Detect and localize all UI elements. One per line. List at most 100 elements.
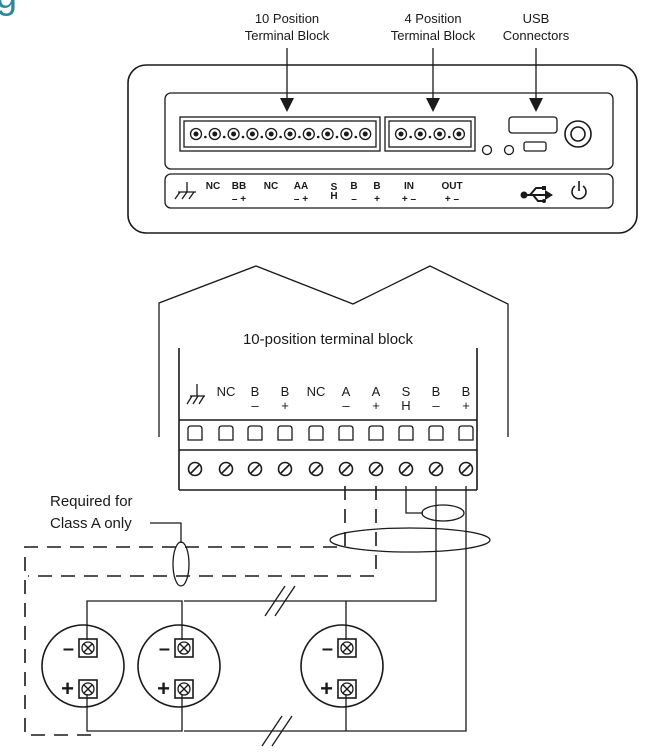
block-terminal-sub: + [281, 398, 289, 413]
plus-symbol: + [320, 676, 333, 701]
minus-symbol: – [63, 638, 74, 660]
plus-symbol: + [61, 676, 74, 701]
block-terminal-label: A [372, 384, 381, 399]
terminal-tab [368, 425, 384, 441]
panel-terminal-label: AA [294, 181, 308, 192]
ground-icon [174, 182, 196, 200]
minus-symbol: – [322, 638, 333, 660]
panel-4-position-connector [384, 116, 476, 152]
block-terminal-sub: + [372, 398, 380, 413]
terminal-tab [428, 425, 444, 441]
panel-10-position-pin [340, 127, 358, 141]
panel-10-position-pin [189, 127, 207, 141]
panel-terminal-sub: – + [232, 194, 246, 205]
svg-text:4 Position: 4 Position [404, 11, 461, 26]
panel-led-2 [503, 144, 515, 156]
plus-symbol: + [157, 676, 170, 701]
block-terminal-label: B [462, 384, 471, 399]
block-terminal-label: B [432, 384, 441, 399]
svg-text:Terminal Block: Terminal Block [245, 28, 330, 43]
positive-terminal[interactable]: + [320, 676, 357, 701]
usb-icon [520, 186, 553, 203]
panel-terminal-sub: + – [445, 194, 460, 205]
terminal-tab [247, 425, 263, 441]
panel-terminal-label: IN [404, 181, 414, 192]
terminal-tab [398, 425, 414, 441]
block-terminal-label: NC [307, 384, 326, 399]
label-usb-connectors: USB Connectors [503, 11, 570, 43]
panel-4-position-pin [414, 127, 432, 141]
svg-text:Required for: Required for [50, 493, 133, 510]
panel-terminal-sub: + – [402, 194, 417, 205]
terminal-screw[interactable] [398, 461, 414, 477]
terminal-screw[interactable] [218, 461, 234, 477]
block-terminal-label: A [342, 384, 351, 399]
panel-4-position-pin [394, 127, 412, 141]
terminal-screw[interactable] [187, 461, 203, 477]
block-terminal-sub: – [342, 398, 350, 413]
power-icon [571, 181, 587, 200]
terminal-screw[interactable] [458, 461, 474, 477]
terminal-tab [187, 425, 203, 441]
usb-port-micro[interactable] [523, 141, 547, 152]
terminal-screw[interactable] [247, 461, 263, 477]
terminal-screw[interactable] [277, 461, 293, 477]
negative-terminal[interactable]: – [63, 638, 98, 660]
block-terminal-sub: + [462, 398, 470, 413]
block-terminal-label: NC [217, 384, 236, 399]
label-10-position: 10 Position Terminal Block [245, 11, 330, 43]
terminal-block-title: 10-position terminal block [243, 331, 414, 348]
minus-symbol: – [159, 638, 170, 660]
terminal-tab [458, 425, 474, 441]
block-ground-icon [186, 384, 205, 405]
panel-terminal-label: OUT [441, 181, 462, 192]
block-terminal-label: S [402, 384, 411, 399]
detector-device: –+ [300, 624, 384, 708]
class-a-note: Required for Class A only [50, 493, 182, 543]
detector-device: –+ [41, 624, 125, 708]
terminal-screw[interactable] [428, 461, 444, 477]
terminal-tab [218, 425, 234, 441]
negative-terminal[interactable]: – [322, 638, 357, 660]
cutaway-outline [158, 265, 509, 437]
panel-terminal-sub: – + [294, 194, 308, 205]
panel-terminal-label: S [331, 182, 338, 193]
panel-led-1 [481, 144, 493, 156]
panel-10-position-pin [227, 127, 245, 141]
svg-text:USB: USB [523, 11, 550, 26]
terminal-screw[interactable] [368, 461, 384, 477]
panel-10-position-pin [321, 127, 339, 141]
panel-4-position-pin [433, 127, 451, 141]
positive-terminal[interactable]: + [61, 676, 98, 701]
panel-10-position-pin [359, 127, 372, 141]
panel-terminal-sub: + [374, 194, 380, 205]
block-terminal-label: B [281, 384, 290, 399]
label-4-position: 4 Position Terminal Block [391, 11, 476, 43]
panel-terminal-sub: H [330, 191, 337, 202]
panel-terminal-label: B [373, 181, 380, 192]
block-terminal-sub: – [251, 398, 259, 413]
negative-terminal[interactable]: – [159, 638, 194, 660]
label-arrows [280, 48, 543, 112]
block-terminal-sub: – [432, 398, 440, 413]
positive-terminal[interactable]: + [157, 676, 194, 701]
panel-terminal-label: B [350, 181, 357, 192]
terminal-screw[interactable] [338, 461, 354, 477]
svg-text:10 Position: 10 Position [255, 11, 319, 26]
svg-text:Connectors: Connectors [503, 28, 570, 43]
panel-10-position-pin [302, 127, 320, 141]
panel-10-position-connector [179, 116, 381, 152]
terminal-tab [308, 425, 324, 441]
round-button[interactable] [564, 120, 592, 148]
usb-port-type-a[interactable] [508, 116, 558, 134]
terminal-tab [338, 425, 354, 441]
panel-terminal-label: BB [232, 181, 246, 192]
panel-terminal-sub: – [351, 194, 357, 205]
panel-4-position-pin [452, 127, 466, 141]
panel-10-position-pin [283, 127, 301, 141]
panel-10-position-pin [208, 127, 226, 141]
terminal-screw[interactable] [308, 461, 324, 477]
